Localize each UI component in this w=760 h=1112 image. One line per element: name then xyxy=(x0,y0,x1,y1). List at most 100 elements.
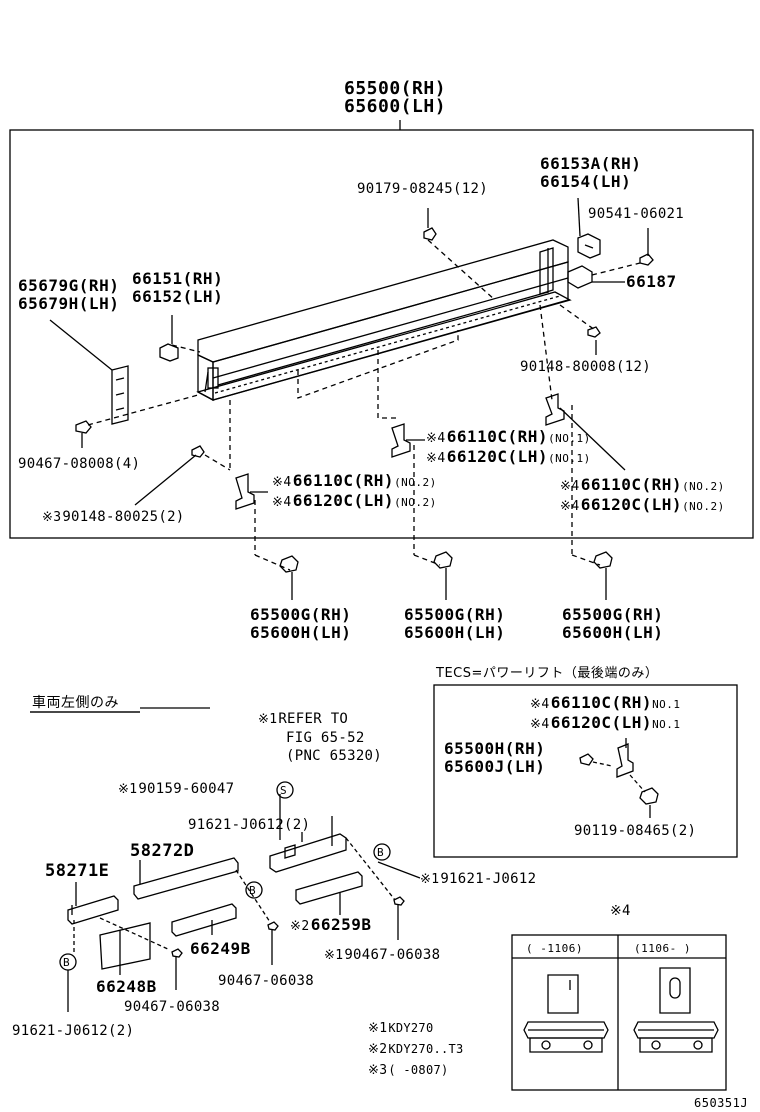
hinge-left-lh: 66120C(LH) xyxy=(292,491,395,510)
label-91621-r: ※1 91621-J0612 xyxy=(420,870,536,889)
hinge-right-lh: 66120C(LH) xyxy=(580,495,683,514)
circle-b-letter-1: B xyxy=(377,846,384,859)
label-58272d: 58272D xyxy=(130,841,195,861)
part-90467-a-code: 90467-06038 xyxy=(344,947,441,963)
hinge-mid-rh: 66110C(RH) xyxy=(446,427,549,446)
label-bolt-left2-mark: ※3 xyxy=(42,510,62,525)
label-bracket-rh: 65679G(RH) xyxy=(18,276,120,295)
hinge-right-note2: (NO.2) xyxy=(682,500,725,513)
label-bolt-top: 90179-08245(12) xyxy=(357,181,488,197)
label-clip: 66153A(RH) 66154(LH) xyxy=(540,155,641,191)
label-66151-rh: 66151(RH) xyxy=(132,269,224,288)
legend-n3-text: ( -0807) xyxy=(388,1063,449,1077)
tecs-rh: 66110C(RH) xyxy=(550,693,653,712)
tecs-title: TECS=パワーリフト（最後端のみ） xyxy=(436,666,659,681)
bottom-bolt-3-rh: 65500G(RH) xyxy=(562,605,664,624)
hinge-mid-note2: (NO.1) xyxy=(548,452,591,465)
hinge-left-rh: 66110C(RH) xyxy=(292,471,395,490)
label-top-assy-lh: 65600(LH) xyxy=(344,96,447,117)
label-66187: 66187 xyxy=(626,272,677,291)
circle-b-letter-3: B xyxy=(63,956,70,969)
hinge-mid-note1: (NO.1) xyxy=(548,432,591,445)
label-top-assy: 65500(RH) 65600(LH) xyxy=(344,80,446,116)
variant-col2: (1106- ) xyxy=(634,942,691,955)
label-91621-bl: 91621-J0612(2) xyxy=(12,1023,135,1039)
label-58271e: 58271E xyxy=(45,861,110,881)
hinge-left-mark2: ※4 xyxy=(272,495,292,510)
tecs-mark1: ※4 xyxy=(530,697,550,712)
part-91621-r-mark: ※1 xyxy=(420,872,440,887)
bottom-bolt-3 xyxy=(593,551,613,600)
tecs-assy-label: 65500H(RH) 65600J(LH) xyxy=(444,740,545,776)
hinge-right-shape xyxy=(545,393,626,471)
label-66152-lh: 66152(LH) xyxy=(132,287,224,306)
tecs-mark2: ※4 xyxy=(530,717,550,732)
label-left-side-only: 車両左側のみ xyxy=(32,695,119,711)
label-bottom-bolt-2: 65500G(RH) 65600H(LH) xyxy=(404,606,505,642)
variant-col1: ( -1106) xyxy=(526,942,583,955)
hinge-right-mark1: ※4 xyxy=(560,479,580,494)
label-90467-b: 90467-06038 xyxy=(218,973,315,989)
label-clip-lh: 66154(LH) xyxy=(540,172,632,191)
label-bolt-right: 90148-80008(12) xyxy=(520,359,651,375)
label-91621-2: 91621-J0612(2) xyxy=(188,817,311,833)
hinge-right-mark2: ※4 xyxy=(560,499,580,514)
figure-id: 650351J xyxy=(694,1096,749,1110)
legend-n2-mark: ※2 xyxy=(368,1042,388,1057)
hinge-left-mark1: ※4 xyxy=(272,475,292,490)
tecs-hinge-shape xyxy=(579,738,659,818)
label-top-assy-rh: 65500(RH) xyxy=(344,78,447,99)
refer-line3: (PNC 65320) xyxy=(286,748,383,764)
label-bracket-lh: 65679H(LH) xyxy=(18,294,120,313)
tecs-lh: 66120C(LH) xyxy=(550,713,653,732)
bottom-bolt-1 xyxy=(279,555,299,600)
label-bottom-bolt-3: 65500G(RH) 65600H(LH) xyxy=(562,606,663,642)
rail-assembly xyxy=(196,239,572,402)
legend-n1-mark: ※1 xyxy=(368,1021,388,1036)
label-66249b: 66249B xyxy=(190,939,251,958)
refer-line2: FIG 65-52 xyxy=(286,730,365,746)
label-bolt-left: 90467-08008(4) xyxy=(18,456,141,472)
hinge-mid-mark2: ※4 xyxy=(426,451,446,466)
hinge-mid-shape xyxy=(391,423,425,458)
lower-parts xyxy=(30,707,421,1012)
hinge-right-note1: (NO.2) xyxy=(682,480,725,493)
block-66187 xyxy=(567,265,593,289)
label-bottom-bolt-1: 65500G(RH) 65600H(LH) xyxy=(250,606,351,642)
bottom-bolt-1-lh: 65600H(LH) xyxy=(250,623,352,642)
bolt-top-shape xyxy=(423,208,437,241)
part-90159-code: 90159-60047 xyxy=(138,781,235,797)
variant-box xyxy=(511,934,727,1091)
bottom-bolt-2-lh: 65600H(LH) xyxy=(404,623,506,642)
hinge-right-rh: 66110C(RH) xyxy=(580,475,683,494)
tecs-box xyxy=(433,684,738,858)
label-90467-c: 90467-06038 xyxy=(124,999,221,1015)
label-66259b: ※2 66259B xyxy=(290,916,372,936)
bottom-bolt-3-lh: 65600H(LH) xyxy=(562,623,664,642)
tecs-note1: NO.1 xyxy=(652,698,681,711)
label-90467-a: ※1 90467-06038 xyxy=(324,946,440,965)
variant-mark: ※4 xyxy=(610,903,631,919)
legend-n1-text: KDY270 xyxy=(388,1021,434,1035)
clip-shape xyxy=(577,233,601,259)
legend-n3-mark: ※3 xyxy=(368,1063,388,1078)
bottom-bolt-2-rh: 65500G(RH) xyxy=(404,605,506,624)
tecs-assy-lh: 65600J(LH) xyxy=(444,757,546,776)
bracket-65679 xyxy=(111,365,129,425)
bottom-bolt-1-rh: 65500G(RH) xyxy=(250,605,352,624)
refer-mark: ※1 xyxy=(258,712,278,727)
hinge-mid-mark1: ※4 xyxy=(426,431,446,446)
label-bolt-left2: ※3 90148-80025(2) xyxy=(42,508,185,527)
label-clip-rh: 66153A(RH) xyxy=(540,154,642,173)
bottom-bolt-2 xyxy=(433,551,453,600)
legend-n2-text: KDY270..T3 xyxy=(388,1042,464,1056)
circle-b-letter-2: B xyxy=(249,884,256,897)
label-bolt-left2-code: 90148-80025(2) xyxy=(62,509,185,525)
